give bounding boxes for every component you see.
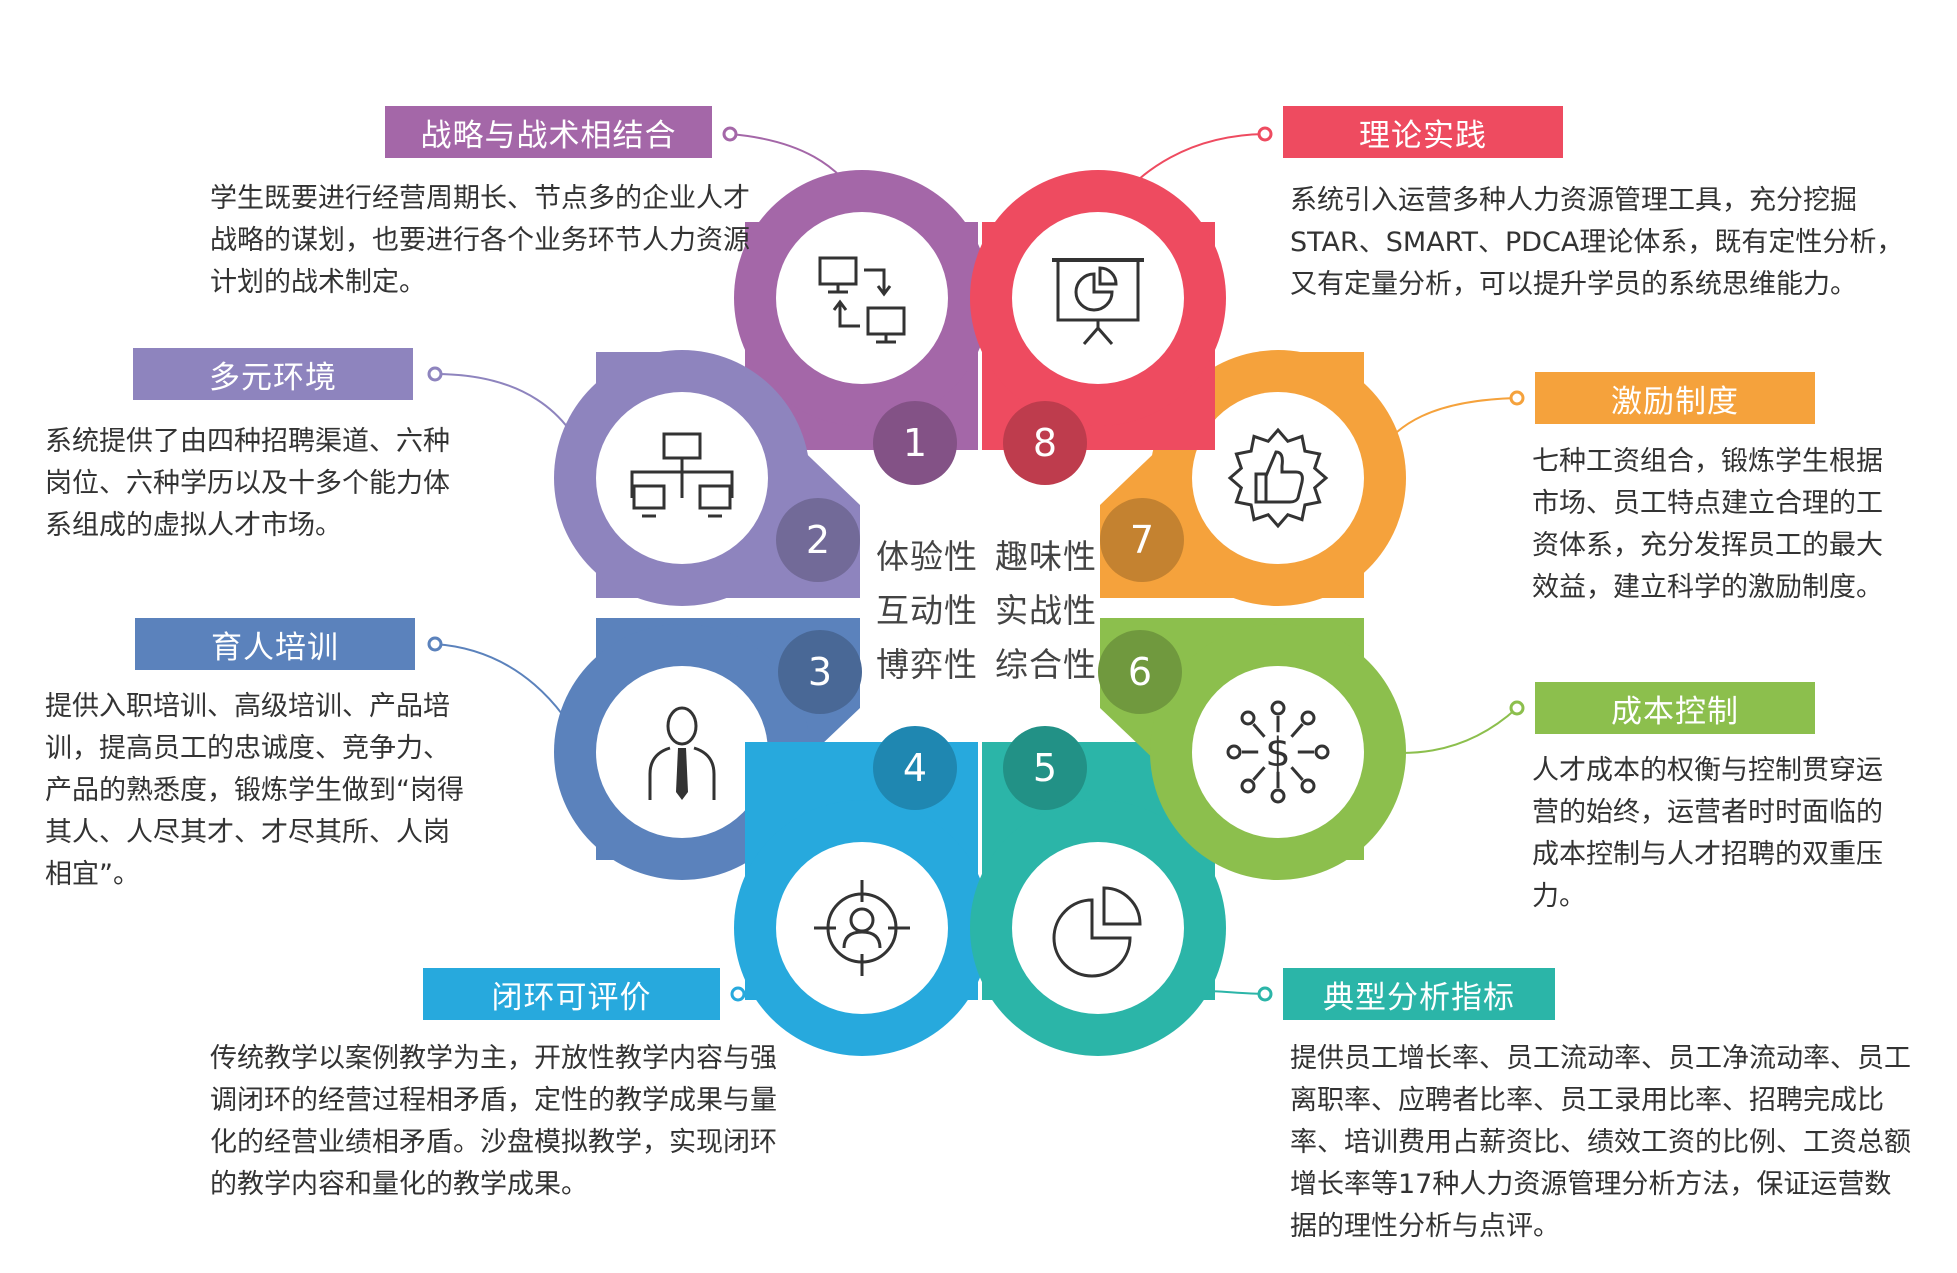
monitors-exchange-icon xyxy=(818,256,906,344)
number-circle-8 xyxy=(1003,401,1087,485)
pie-chart-icon xyxy=(1052,886,1142,978)
connector-dot-1 xyxy=(722,126,738,142)
desc-4: 传统教学以案例教学为主，开放性教学内容与强调闭环的经营过程相矛盾，定性的教学成果… xyxy=(210,1043,777,1200)
title-box-1: 战略与战术相结合 xyxy=(385,106,712,158)
desc-6: 人才成本的权衡与控制贯穿运营的始终，运营者时时面临的成本控制与人才招聘的双重压力… xyxy=(1532,755,1883,912)
icon-circle-7 xyxy=(1192,392,1364,564)
dollar-network-icon: $ xyxy=(1226,700,1330,804)
connector-dot-6 xyxy=(1509,700,1525,716)
number-label-6: 6 xyxy=(1128,650,1152,694)
target-person-icon xyxy=(814,880,910,976)
blade-1: 1 xyxy=(734,170,990,485)
icon-circle-6 xyxy=(1192,666,1364,838)
blade-2: 2 xyxy=(554,350,860,606)
title-3: 育人培训 xyxy=(211,629,339,666)
icon-circle-1 xyxy=(776,212,948,384)
icon-circle-8 xyxy=(1012,212,1184,384)
svg-text:$: $ xyxy=(1265,730,1290,776)
businessman-icon xyxy=(648,706,716,800)
number-circle-2 xyxy=(776,498,860,582)
blade-4: 4 xyxy=(734,726,990,1056)
desc-2: 系统提供了由四种招聘渠道、六种岗位、六种学历以及十多个能力体系组成的虚拟人才市场… xyxy=(45,426,450,541)
number-circle-5 xyxy=(1003,726,1087,810)
number-label-2: 2 xyxy=(806,518,830,562)
connector-dot-4 xyxy=(730,986,746,1002)
connector-dot-5 xyxy=(1257,986,1273,1002)
desc-7: 七种工资组合，锻炼学生根据市场、员工特点建立合理的工资体系，充分发挥员工的最大效… xyxy=(1532,446,1883,603)
title-box-8: 理论实践 xyxy=(1283,106,1563,158)
number-label-8: 8 xyxy=(1033,421,1057,465)
connector-dot-2 xyxy=(427,366,443,382)
icon-circle-5 xyxy=(1012,842,1184,1014)
center-text-3-right: 综合性 xyxy=(995,645,1097,684)
title-box-6: 成本控制 xyxy=(1535,682,1815,734)
icon-circle-4 xyxy=(776,842,948,1014)
title-2: 多元环境 xyxy=(209,359,337,396)
desc-1: 学生既要进行经营周期长、节点多的企业人才战略的谋划，也要进行各个业务环节人力资源… xyxy=(210,183,750,298)
title-6: 成本控制 xyxy=(1611,693,1739,730)
title-box-7: 激励制度 xyxy=(1535,372,1815,424)
presentation-chart-icon xyxy=(1052,258,1144,345)
center-text-1-left: 体验性 xyxy=(876,537,978,576)
center-text-2-left: 互动性 xyxy=(876,591,978,630)
blade-3: 3 xyxy=(554,618,862,880)
title-8: 理论实践 xyxy=(1359,117,1487,154)
number-label-7: 7 xyxy=(1130,518,1154,562)
number-label-4: 4 xyxy=(903,746,927,790)
center-text-3-left: 博弈性 xyxy=(876,645,978,684)
connector-dot-8 xyxy=(1257,126,1273,142)
number-circle-7 xyxy=(1100,498,1184,582)
blade-6: $6 xyxy=(1098,618,1406,880)
desc-3: 提供入职培训、高级培训、产品培训，提高员工的忠诚度、竞争力、产品的熟悉度，锻炼学… xyxy=(45,691,464,890)
title-box-3: 育人培训 xyxy=(135,618,415,670)
number-label-1: 1 xyxy=(903,421,927,465)
center-text-2-right: 实战性 xyxy=(995,591,1097,630)
number-circle-6 xyxy=(1098,630,1182,714)
desc-8: 系统引入运营多种人力资源管理工具，充分挖掘STAR、SMART、PDCA理论体系… xyxy=(1290,185,1904,300)
blade-5: 5 xyxy=(970,726,1226,1056)
connector-dot-7 xyxy=(1509,390,1525,406)
number-label-3: 3 xyxy=(808,650,832,694)
title-1: 战略与战术相结合 xyxy=(420,117,677,154)
blade-8: 8 xyxy=(970,170,1226,485)
number-circle-4 xyxy=(873,726,957,810)
center-text-1-right: 趣味性 xyxy=(995,537,1097,576)
title-4: 闭环可评价 xyxy=(491,979,652,1016)
title-7: 激励制度 xyxy=(1611,383,1739,420)
number-circle-3 xyxy=(778,630,862,714)
number-circle-1 xyxy=(873,401,957,485)
title-box-5: 典型分析指标 xyxy=(1283,968,1555,1020)
network-monitors-icon xyxy=(630,432,734,518)
title-box-2: 多元环境 xyxy=(133,348,413,400)
desc-5: 提供员工增长率、员工流动率、员工净流动率、员工离职率、应聘者比率、员工录用比率、… xyxy=(1290,1043,1911,1242)
number-label-5: 5 xyxy=(1033,746,1057,790)
title-box-4: 闭环可评价 xyxy=(423,968,720,1020)
connector-dot-3 xyxy=(427,636,443,652)
title-5: 典型分析指标 xyxy=(1323,979,1515,1016)
thumbs-up-badge-icon xyxy=(1227,427,1329,529)
